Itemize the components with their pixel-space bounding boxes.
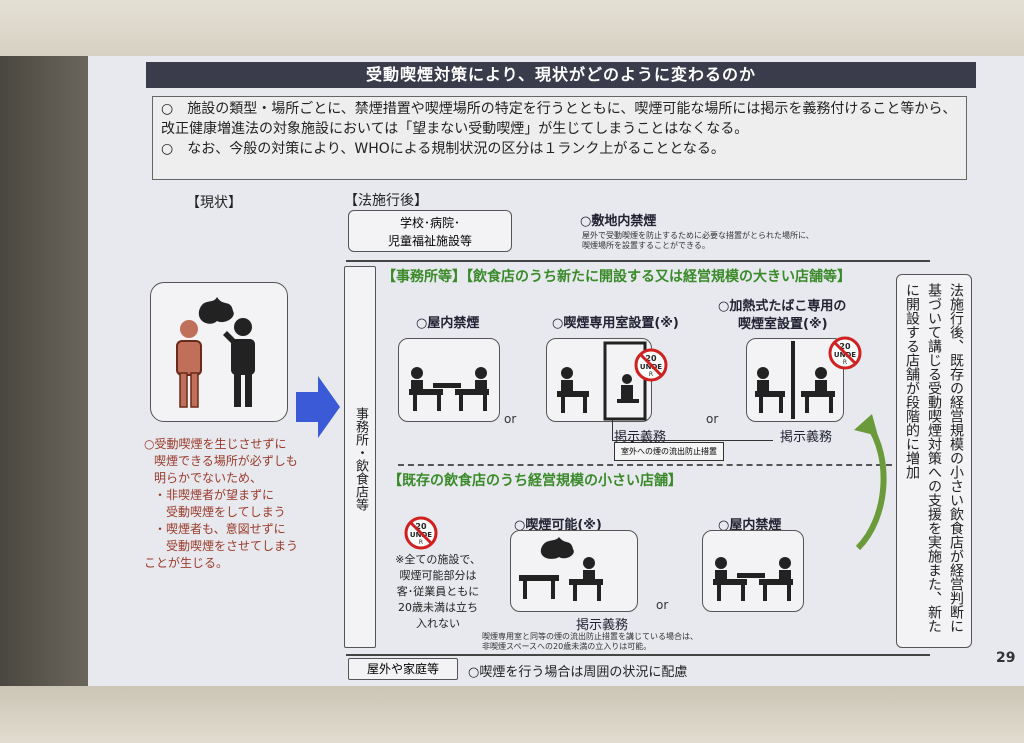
- note-all-line: 喫煙可能部分は: [399, 569, 477, 582]
- smoking-table-icon: [519, 537, 603, 601]
- heated-line: 喫煙室設置(※): [738, 317, 828, 332]
- notice-2: 掲示義務: [780, 430, 833, 445]
- intro-line-2: ○ なお、今般の対策により、WHOによる規制状況の区分は１ランク上がることとなる…: [161, 141, 725, 157]
- school-label-box: 学校･病院･ 児童福祉施設等: [348, 210, 512, 252]
- current-desc-line: 受動喫煙をしてしまう: [166, 505, 286, 519]
- note-all-facilities: ※全ての施設で、 喫煙可能部分は 客･従業員ともに 20歳未満は立ち 入れない: [382, 552, 494, 632]
- school-note-line: 屋外で受動喫煙を防止するために必要な措置がとられた場所に、: [582, 231, 814, 240]
- current-desc-line: ・喫煙者も、意図せずに: [154, 522, 286, 536]
- school-label-line: 児童福祉施設等: [387, 234, 472, 248]
- pic-smoking-allowed: [510, 530, 638, 612]
- school-title: ○敷地内禁煙: [580, 214, 657, 229]
- section2-opt-indoor: ○屋内禁煙: [718, 518, 782, 533]
- screen-bottom-frame: [0, 686, 1024, 743]
- pic-smoking-room: [546, 338, 652, 422]
- sign-text: R: [419, 539, 423, 546]
- notice-3: 掲示義務: [576, 618, 629, 633]
- note-all-line: 客･従業員ともに: [396, 585, 480, 598]
- sign-text: R: [843, 359, 847, 366]
- section1-opt-room: ○喫煙専用室設置(※): [552, 316, 679, 331]
- under20-sign-3: 20 UNDE R: [404, 516, 438, 554]
- section2-title: 【既存の飲食店のうち経営規模の小さい店舗】: [388, 473, 682, 489]
- offices-label: 事務所・飲食店等: [353, 407, 368, 511]
- pic-indoor-no-smoking-2: [702, 530, 804, 612]
- no-under20-icon: 20 UNDE R: [634, 348, 668, 382]
- section1-title: 【事務所等】【飲食店のうち新たに開設する又は経営規模の大きい店舗等】: [382, 269, 851, 285]
- divider-bottom: [346, 654, 930, 656]
- people-smoking-icon: [176, 297, 255, 408]
- side-note: 法施行後、既存の経営規模の小さい飲食店が経営判断に基づいて講じる受動喫煙対策への…: [904, 283, 964, 633]
- no-under20-icon: 20 UNDE R: [828, 336, 862, 370]
- current-desc-line: 明らかでないため、: [154, 471, 263, 485]
- note-all-line: 入れない: [416, 617, 460, 630]
- current-desc-line: 喫煙できる場所が必ずしも: [154, 454, 298, 468]
- current-desc-line: ○受動喫煙を生じさせずに: [144, 437, 287, 451]
- under20-sign-2: 20 UNDE R: [828, 336, 862, 374]
- table-people-icon: [713, 557, 793, 601]
- sign-text: 20: [415, 522, 427, 531]
- pic-indoor-no-smoking: [398, 338, 500, 422]
- divider-top: [346, 260, 930, 262]
- bottom-note-line: 喫煙専用室と同等の煙の流出防止措置を講じている場合は、: [482, 632, 698, 641]
- offices-label-box: 事務所・飲食店等: [344, 266, 376, 648]
- heated-tobacco-room-icon: [755, 341, 835, 419]
- arrow-right-icon: [296, 376, 340, 438]
- or-1: or: [504, 412, 517, 426]
- screen-top-frame: [0, 0, 1024, 56]
- school-label-line: 学校･病院･: [399, 216, 460, 230]
- outdoor-text: ○喫煙を行う場合は周囲の状況に配慮: [468, 665, 688, 680]
- section1-opt-indoor: ○屋内禁煙: [416, 316, 480, 331]
- section2-bottom-note: 喫煙専用室と同等の煙の流出防止措置を講じている場合は、 非喫煙スペースへの20歳…: [482, 632, 782, 652]
- or-2: or: [706, 412, 719, 426]
- intro-box: ○ 施設の類型・場所ごとに、禁煙措置や喫煙場所の特定を行うとともに、喫煙可能な場…: [152, 96, 967, 180]
- school-note-line: 喫煙場所を設置することができる。: [582, 241, 710, 250]
- notice-1: 掲示義務: [614, 430, 667, 445]
- heated-line: ○加熱式たばこ専用の: [718, 299, 847, 314]
- section2-opt-smoking: ○喫煙可能(※): [514, 518, 602, 533]
- after-header: 【法施行後】: [344, 193, 428, 209]
- smoke-leak-bracket: [612, 420, 773, 441]
- screen-left-edge: [0, 56, 88, 686]
- slide-title: 受動喫煙対策により、現状がどのように変わるのか: [146, 62, 976, 88]
- current-desc-line: ことが生じる。: [144, 556, 229, 570]
- current-desc-line: ・非喫煙者が望まずに: [154, 488, 275, 502]
- school-note: 屋外で受動喫煙を防止するために必要な措置がとられた場所に、 喫煙場所を設置するこ…: [582, 231, 882, 251]
- or-3: or: [656, 598, 669, 612]
- smoking-room-icon: [557, 341, 647, 421]
- bottom-note-line: 非喫煙スペースへの20歳未満の立入りは可能。: [482, 642, 652, 651]
- no-under20-icon: 20 UNDE R: [404, 516, 438, 550]
- sign-text: 20: [839, 342, 851, 351]
- pic-heated-room: [746, 338, 844, 422]
- page-number: 29: [996, 650, 1016, 666]
- smoke-leak-box: 室外への煙の流出防止措置: [614, 442, 724, 461]
- current-illustration: [150, 282, 288, 422]
- sign-text: 20: [645, 354, 657, 363]
- under20-sign-1: 20 UNDE R: [634, 348, 668, 386]
- divider-dashed: [398, 464, 892, 466]
- side-note-box: 法施行後、既存の経営規模の小さい飲食店が経営判断に基づいて講じる受動喫煙対策への…: [896, 274, 972, 648]
- curved-arrow-icon: [854, 414, 887, 551]
- section1-opt-heated: ○加熱式たばこ専用の 喫煙室設置(※): [718, 298, 846, 334]
- current-desc-line: 受動喫煙をさせてしまう: [166, 539, 299, 553]
- intro-line-1: ○ 施設の類型・場所ごとに、禁煙措置や喫煙場所の特定を行うとともに、喫煙可能な場…: [161, 101, 957, 137]
- outdoor-label: 屋外や家庭等: [348, 658, 458, 680]
- note-all-line: 20歳未満は立ち: [398, 601, 478, 614]
- current-header: 【現状】: [186, 195, 242, 211]
- sign-text: R: [649, 371, 653, 378]
- note-all-line: ※全ての施設で、: [395, 553, 481, 566]
- table-people-icon: [409, 367, 489, 411]
- current-description: ○受動喫煙を生じさせずに 喫煙できる場所が必ずしも 明らかでないため、 ・非喫煙…: [144, 436, 334, 572]
